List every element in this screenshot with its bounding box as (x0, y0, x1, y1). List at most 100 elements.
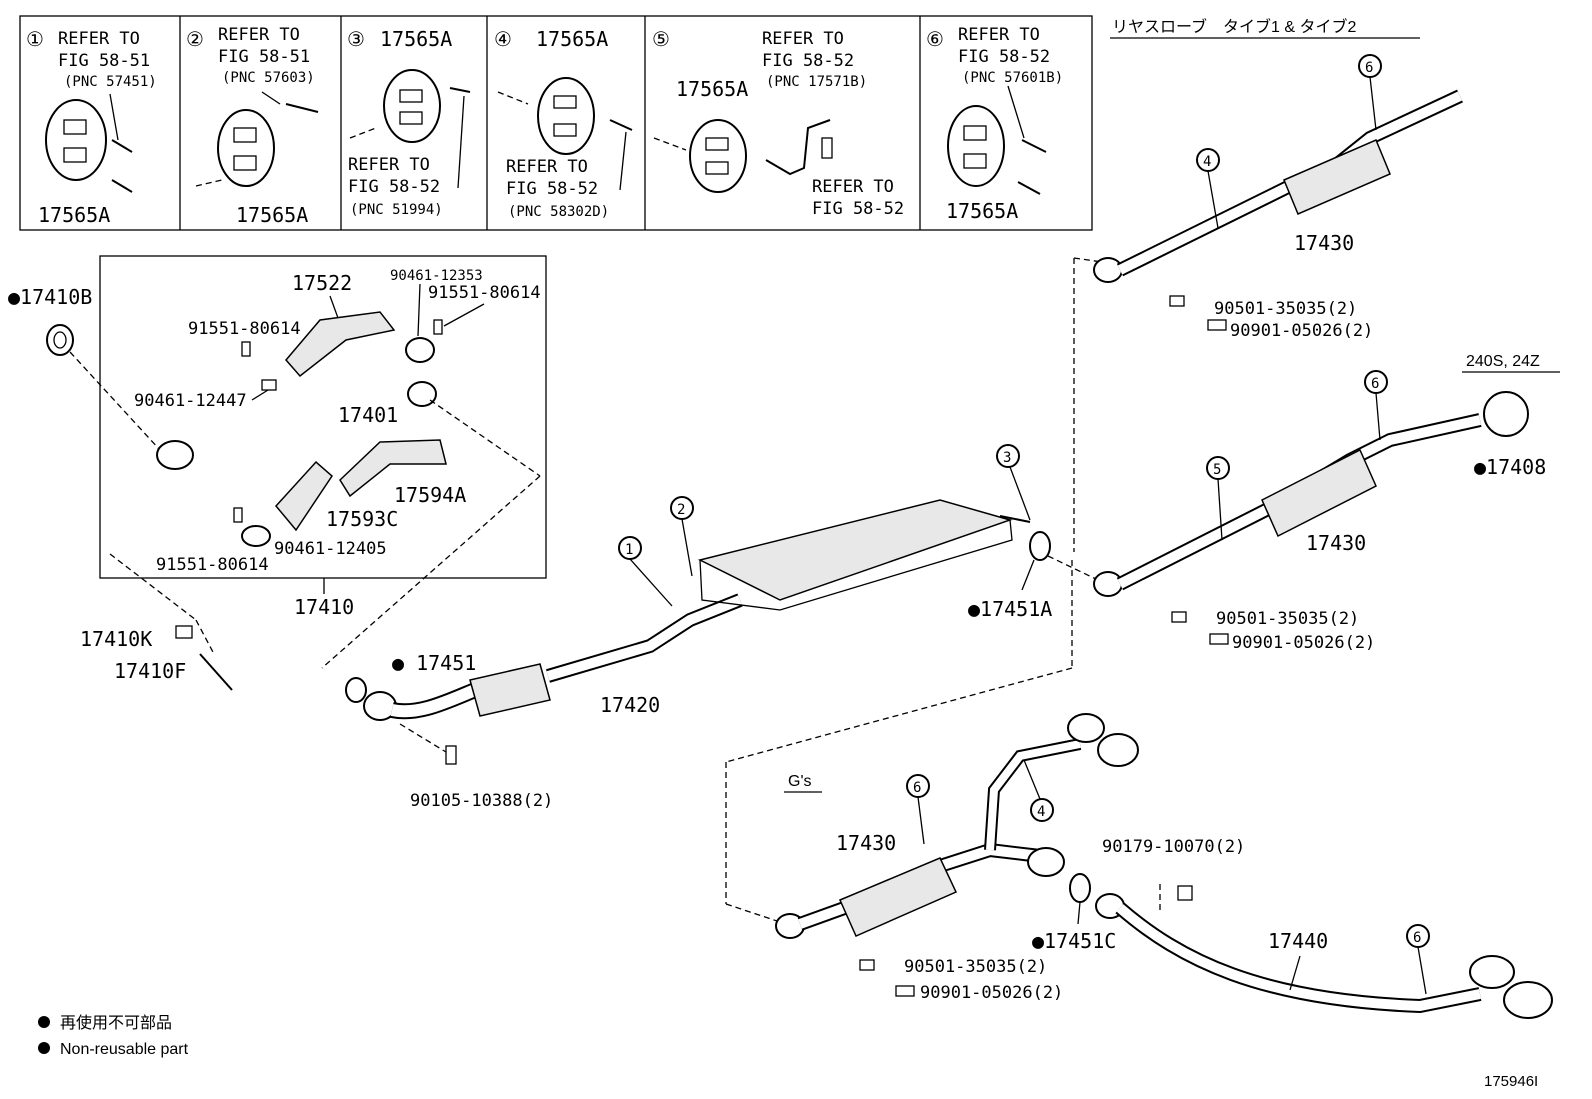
part-90461-12353: 90461-12353 (390, 268, 483, 284)
part-17430-c: 17430 (836, 831, 896, 855)
part-90901-05026-b: 90901-05026(2) (1232, 633, 1375, 653)
svg-text:4: 4 (1203, 154, 1211, 170)
tail-pipe-flange-a (1093, 257, 1123, 283)
spring-icon (1171, 611, 1187, 623)
refer-box-3-line1: REFER TO (348, 155, 430, 175)
refer-box-4-line1: REFER TO (506, 157, 588, 177)
refer-box-5-line2: FIG 58-52 (762, 51, 854, 71)
gs-tip-upper-2 (1097, 733, 1139, 767)
refer-box-1-num: ① (26, 27, 44, 51)
clip-icon (261, 379, 277, 391)
bolt-icon (1207, 319, 1227, 331)
part-17594A: 17594A (394, 483, 466, 507)
section-title-rear-slope: リヤスローブ タイブ1 & タイブ2 (1112, 17, 1357, 36)
gasket-17451 (345, 677, 367, 703)
svg-text:4: 4 (1037, 804, 1045, 820)
refer-box-5-sub-line1: REFER TO (812, 177, 894, 197)
part-90461-12405: 90461-12405 (274, 539, 387, 559)
bolt-icon (445, 745, 457, 765)
refer-box-2-line3: (PNC 57603) (222, 70, 315, 86)
bolt-icon (895, 985, 915, 997)
bolt-icon (233, 507, 243, 523)
svg-text:3: 3 (1003, 450, 1011, 466)
spring-icon (1169, 295, 1185, 307)
front-pipe-assy-box (99, 255, 547, 579)
refer-box-5-sub-line2: FIG 58-52 (812, 199, 904, 219)
refer-box-2-line1: REFER TO (218, 25, 300, 45)
part-17440: 17440 (1268, 929, 1328, 953)
part-17451: ● 17451 (392, 651, 476, 675)
part-17410F: 17410F (114, 659, 186, 683)
svg-text:6: 6 (1371, 376, 1379, 392)
part-17420: 17420 (600, 693, 660, 717)
part-17410: 17410 (294, 595, 354, 619)
clamp-90461-12405 (241, 525, 271, 547)
callout-3-center: 3 (996, 444, 1031, 521)
callout-4-a: 4 (1196, 148, 1220, 229)
tail-tip-17408 (1483, 391, 1529, 437)
refer-box-3-line3: (PNC 51994) (350, 202, 443, 218)
callout-4-gs: 4 (1023, 759, 1054, 822)
part-17522: 17522 (292, 271, 352, 295)
part-90501-35035-c: 90501-35035(2) (904, 957, 1047, 977)
catalytic-converter (469, 663, 551, 717)
part-91551-80614-b: 91551-80614 (188, 319, 301, 339)
hanger-rubber (947, 105, 1005, 187)
part-90461-12447: 90461-12447 (134, 391, 247, 411)
callout-2-center: 2 (670, 496, 694, 577)
refer-box-4-line2: FIG 58-52 (506, 179, 598, 199)
part-90901-05026-c: 90901-05026(2) (920, 983, 1063, 1003)
refer-box-4: ④ 17565A REFER TO FIG 58-52 (PNC 58302D) (494, 27, 633, 220)
nut-icon (1177, 885, 1193, 901)
part-17593C: 17593C (326, 507, 398, 531)
refer-box-1: ① REFER TO FIG 58-51 (PNC 57451) 17565A (26, 27, 157, 227)
gs-tip-upper-1 (1067, 713, 1105, 743)
part-91551-80614-a: 91551-80614 (428, 283, 541, 303)
refer-box-2-part: 17565A (236, 203, 308, 227)
hanger-rubber (383, 69, 441, 143)
bolt-icon (433, 319, 443, 335)
refer-box-1-line3: (PNC 57451) (64, 74, 157, 90)
section-title-240s: 240S, 24Z (1466, 353, 1540, 370)
gs-muffler (839, 857, 958, 937)
refer-box-3-num: ③ (347, 27, 365, 51)
refer-table (19, 15, 1093, 231)
part-91551-80614-c: 91551-80614 (156, 555, 269, 575)
gasket-17410B (46, 324, 74, 356)
callout-6-gs: 6 (906, 774, 930, 845)
svg-text:2: 2 (677, 502, 685, 518)
tip-17440-a (1469, 955, 1515, 989)
refer-box-1-line2: FIG 58-51 (58, 51, 150, 71)
hanger-rubber (689, 119, 747, 193)
refer-box-4-num: ④ (494, 27, 512, 51)
refer-box-4-part: 17565A (536, 27, 608, 51)
refer-box-5-num: ⑤ (652, 27, 670, 51)
part-90105-10388: 90105-10388(2) (410, 791, 553, 811)
svg-text:1: 1 (625, 542, 633, 558)
spring-icon (175, 625, 193, 639)
gasket-17451C (1069, 873, 1091, 903)
hanger-rubber (45, 99, 107, 181)
refer-box-6-line1: REFER TO (958, 25, 1040, 45)
bolt-17410F (199, 653, 233, 691)
heat-insulator-17522 (285, 311, 396, 378)
refer-box-6: ⑥ REFER TO FIG 58-52 (PNC 57601B) 17565A (926, 25, 1063, 223)
svg-text:6: 6 (913, 780, 921, 796)
callout-6-b: 6 (1364, 370, 1388, 441)
refer-box-3-line2: FIG 58-52 (348, 177, 440, 197)
figure-id: 175946I (1484, 1073, 1538, 1090)
bolt-icon (821, 137, 833, 159)
refer-box-6-line3: (PNC 57601B) (962, 70, 1063, 86)
part-17401: 17401 (338, 403, 398, 427)
part-17451A: ●17451A (968, 597, 1052, 621)
part-90501-35035-a: 90501-35035(2) (1214, 299, 1357, 319)
part-17410B: ●17410B (8, 285, 92, 309)
main-muffler (697, 499, 1013, 601)
refer-box-6-line2: FIG 58-52 (958, 47, 1050, 67)
svg-text:6: 6 (1365, 60, 1373, 76)
bolt-icon (241, 341, 251, 357)
refer-box-5: ⑤ REFER TO FIG 58-52 (PNC 17571B) 17565A… (652, 27, 904, 219)
gasket-17451A (1029, 531, 1051, 561)
refer-box-6-num: ⑥ (926, 27, 944, 51)
legend: 再使用不可部品 Non-reusable part (38, 1014, 189, 1058)
